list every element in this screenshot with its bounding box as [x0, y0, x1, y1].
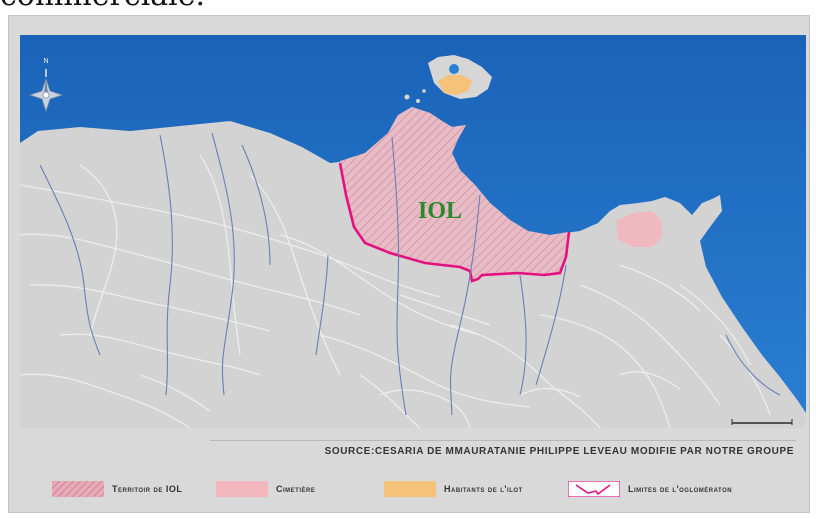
boundary-swatch-icon	[568, 481, 620, 497]
legend-item-cemetery: Cimetière	[216, 478, 315, 500]
legend-item-boundary: Limites de l'oglomératon	[568, 478, 732, 500]
legend-label: Habitants de l'ilot	[444, 484, 523, 494]
islet-rock	[449, 64, 459, 74]
land-mass	[20, 107, 806, 428]
rivers	[39, 132, 781, 416]
legend-label: Limites de l'oglomératon	[628, 484, 733, 494]
legend-item-islet-inhabitants: Habitants de l'ilot	[384, 478, 523, 500]
agglomeration-boundary	[338, 162, 571, 283]
map-area: N IOL	[20, 35, 806, 428]
islet-inhabitants-swatch-icon	[384, 481, 436, 497]
compass-north-label: N	[44, 58, 49, 65]
islet-rock	[422, 89, 426, 93]
territory-swatch-icon	[52, 481, 104, 497]
cemetery-swatch-icon	[216, 481, 268, 497]
legend-label: Cimetière	[276, 484, 316, 494]
territory-of-iol	[340, 107, 568, 279]
legend: Territoir de IOL Cimetière Habitants de …	[0, 478, 816, 500]
source-credit: SOURCE:CESARIA DE MMAURATANIE PHILIPPE L…	[324, 446, 794, 457]
contour-lines	[20, 154, 771, 428]
compass-icon: N	[28, 58, 64, 113]
islet-rock	[404, 94, 410, 100]
iol-label: IOL	[418, 198, 462, 224]
scale-bar	[731, 419, 793, 425]
source-divider	[210, 440, 796, 441]
islet-rock	[416, 99, 420, 103]
islet-inhabitants-area	[438, 75, 472, 95]
legend-label: Territoir de IOL	[112, 484, 183, 494]
cemetery-area	[616, 211, 662, 247]
legend-item-territory: Territoir de IOL	[52, 478, 182, 500]
page-caption-fragment: commerciale.	[0, 0, 205, 13]
